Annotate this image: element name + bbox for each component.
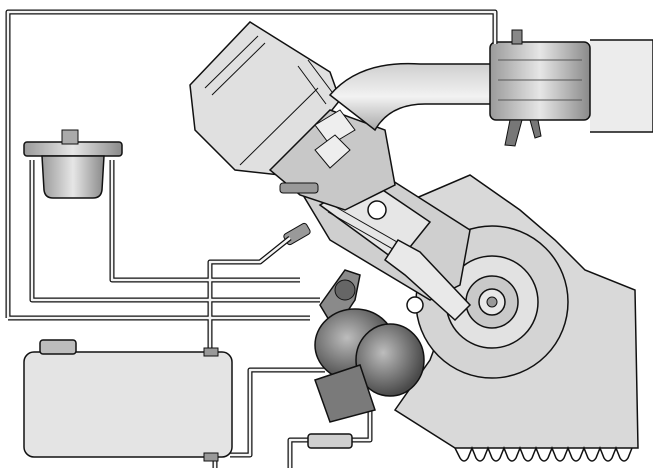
fuel-tank-icon	[23, 339, 233, 462]
intake-pipe-icon	[328, 39, 653, 133]
throttle-body-icon	[489, 29, 591, 147]
oil-pan-icon	[454, 445, 633, 462]
fuel-injector-icon	[279, 182, 319, 246]
fuel-pump-icon	[314, 308, 425, 423]
fuel-filter-icon	[23, 129, 123, 199]
sensor-icon	[307, 433, 353, 449]
crankshaft-icon	[415, 225, 569, 379]
fuel-lines-highlight	[6, 10, 497, 468]
